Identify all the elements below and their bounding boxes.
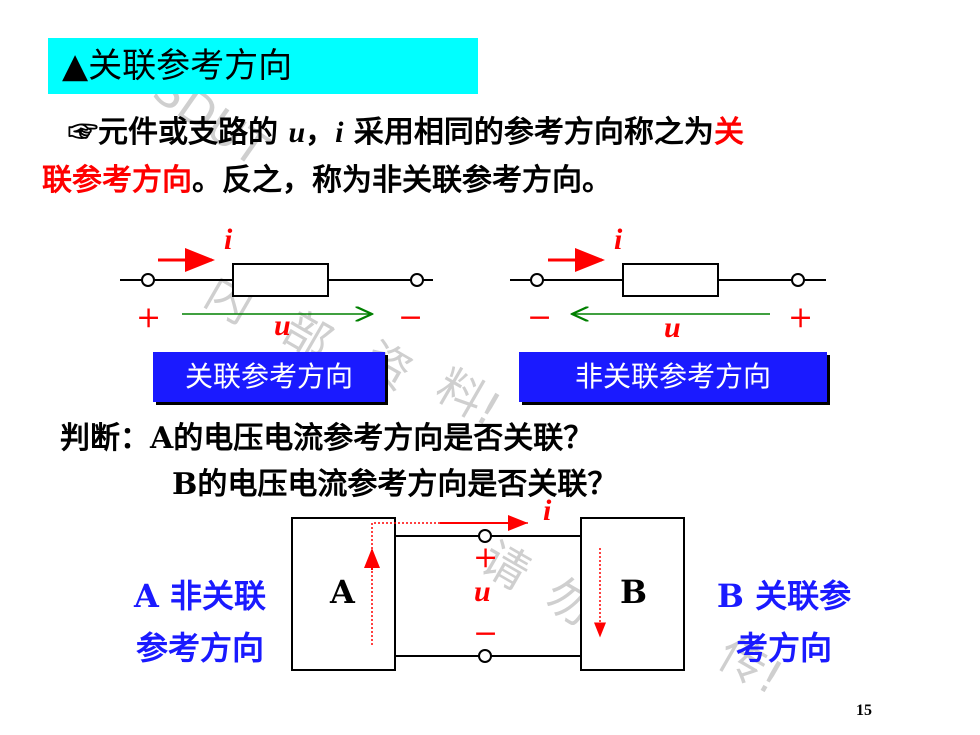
resistor-left <box>232 263 329 297</box>
question-line-1: 判断：A的电压电流参考方向是否关联？ <box>60 421 594 456</box>
box-b-label: B <box>620 573 648 611</box>
box-a <box>291 517 396 671</box>
terminal-right-2 <box>791 273 805 287</box>
label-i-left: i <box>224 223 233 256</box>
label-minus-bottom: − <box>473 616 499 651</box>
label-u-bottom: u <box>474 575 491 608</box>
label-i-bottom: i <box>543 494 552 527</box>
label-plus-bottom: + <box>473 540 499 575</box>
circuit-bottom <box>291 515 685 671</box>
definition-line-2: 联参考方向。反之，称为非关联参考方向。 <box>42 163 612 198</box>
box-b <box>580 517 685 671</box>
title-banner <box>48 38 478 94</box>
label-plus-right: + <box>788 300 814 335</box>
definition-line-1: ☞元件或支路的 u，i 采用相同的参考方向称之为关 <box>68 115 744 150</box>
label-minus-left: − <box>398 300 424 335</box>
label-minus-right: − <box>527 300 553 335</box>
label-u-left: u <box>274 309 291 342</box>
terminal-left-2 <box>410 273 424 287</box>
terminal-top <box>478 529 492 543</box>
answer-b: B 关联参 考方向 <box>716 577 852 667</box>
label-u-right: u <box>664 311 681 344</box>
terminal-bottom <box>478 649 492 663</box>
terminal-left-1 <box>141 273 155 287</box>
label-non-associated: 非关联参考方向 <box>519 352 827 402</box>
resistor-right <box>622 263 719 297</box>
answer-a: A 非关联 参考方向 <box>134 577 266 667</box>
page-title: ▲关联参考方向 <box>62 46 293 86</box>
label-plus-left: + <box>136 300 162 335</box>
label-associated: 关联参考方向 <box>153 352 385 402</box>
terminal-right-1 <box>530 273 544 287</box>
page-number: 15 <box>856 702 872 719</box>
question-line-2: B的电压电流参考方向是否关联？ <box>172 467 618 502</box>
box-a-label: A <box>330 573 355 611</box>
pointer-icon: ☞ <box>68 115 98 150</box>
label-i-right: i <box>614 223 623 256</box>
circuit-right <box>510 248 826 314</box>
circuit-left <box>120 248 433 314</box>
